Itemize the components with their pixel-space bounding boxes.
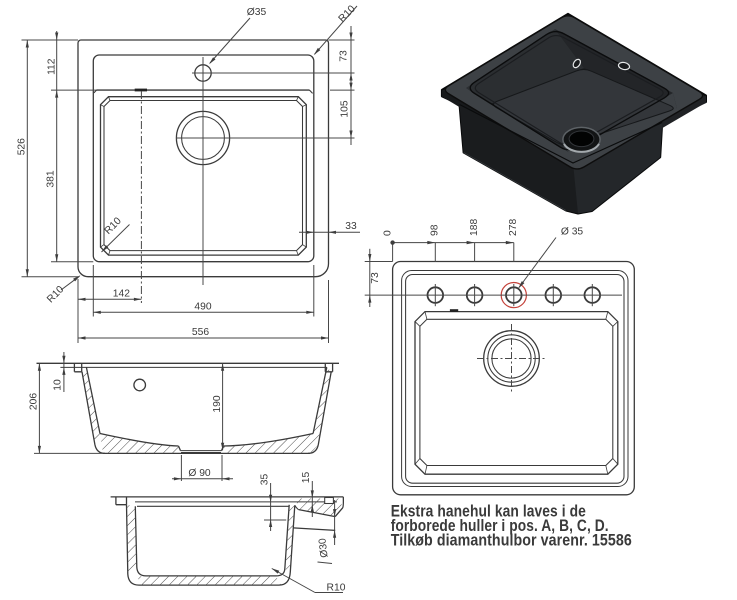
svg-text:R10: R10 bbox=[327, 583, 346, 594]
svg-text:Ø 90: Ø 90 bbox=[188, 468, 211, 479]
svg-text:381: 381 bbox=[46, 170, 57, 187]
svg-text:0: 0 bbox=[383, 230, 394, 236]
svg-text:15: 15 bbox=[301, 472, 312, 484]
svg-text:Tilkøb diamanthulbor varenr. 1: Tilkøb diamanthulbor varenr. 15586 bbox=[391, 532, 632, 550]
svg-text:forborede huller i pos. A, B,: forborede huller i pos. A, B, C, D. bbox=[391, 517, 609, 535]
svg-text:10: 10 bbox=[53, 379, 64, 391]
svg-text:Ø30: Ø30 bbox=[317, 537, 330, 558]
svg-text:112: 112 bbox=[47, 58, 58, 75]
svg-text:206: 206 bbox=[29, 393, 40, 410]
svg-text:98: 98 bbox=[430, 224, 441, 236]
svg-text:Ø 35: Ø 35 bbox=[561, 227, 584, 238]
svg-text:556: 556 bbox=[192, 327, 209, 338]
svg-text:Ø35: Ø35 bbox=[247, 7, 267, 18]
svg-text:Ekstra hanehul kan laves i de: Ekstra hanehul kan laves i de bbox=[391, 503, 586, 521]
svg-text:33: 33 bbox=[345, 221, 357, 232]
svg-text:R10: R10 bbox=[337, 4, 358, 25]
svg-text:35: 35 bbox=[260, 474, 271, 486]
svg-text:73: 73 bbox=[339, 50, 350, 62]
svg-text:105: 105 bbox=[340, 100, 351, 117]
svg-text:73: 73 bbox=[370, 272, 381, 284]
svg-text:490: 490 bbox=[194, 301, 211, 312]
svg-text:278: 278 bbox=[508, 219, 519, 236]
svg-text:188: 188 bbox=[469, 219, 480, 236]
svg-text:142: 142 bbox=[113, 288, 130, 299]
svg-text:R10: R10 bbox=[45, 284, 66, 305]
svg-text:526: 526 bbox=[17, 138, 28, 155]
svg-text:190: 190 bbox=[212, 395, 223, 412]
